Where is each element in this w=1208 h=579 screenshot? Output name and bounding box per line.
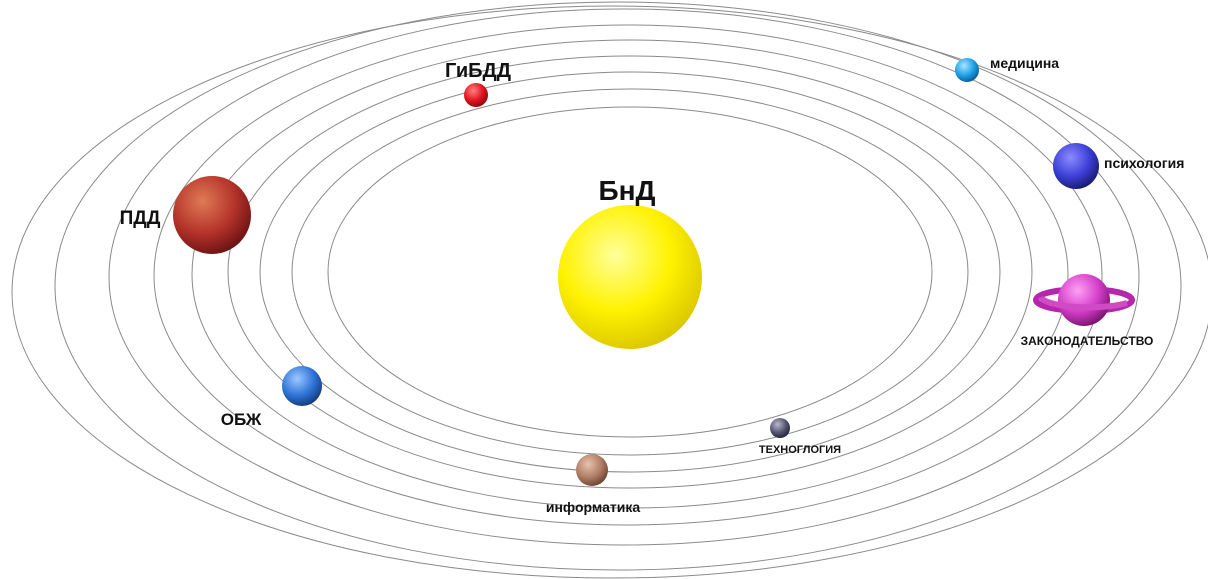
planet-psy-label: психология [1104,155,1184,171]
orbit-ring [259,71,1001,473]
planet-obzh-label: ОБЖ [221,410,262,429]
planet-law [1033,274,1135,326]
planet-pdd-label: ПДД [120,208,161,229]
planet-obzh [282,366,322,406]
planet-inf-label: информатика [546,499,640,515]
orbits [11,1,1208,579]
planet-law-label: ЗАКОНОДАТЕЛЬСТВО [1021,334,1154,348]
planet-tech [770,418,790,438]
orbit-ring [11,5,1208,579]
orbit-ring [54,1,1182,571]
planet-tech-label: ТЕХНОГЛОГИЯ [759,444,841,456]
orbit-ring [327,106,933,438]
orbit-ring [227,55,1033,489]
planet-psy [1053,143,1099,189]
orbit-ring [153,24,1103,526]
planet-med [955,58,979,82]
sun [558,205,702,349]
orbit-ring [108,8,1140,546]
planet-gibdd [464,83,488,107]
planet-inf [576,454,608,486]
sun-label: БнД [599,175,656,206]
planet-gibdd-label: ГиБДД [445,60,511,82]
orbit-ring [191,39,1069,509]
orbit-ring [291,88,969,456]
planet-pdd [173,176,251,254]
planet-med-label: медицина [990,55,1059,71]
